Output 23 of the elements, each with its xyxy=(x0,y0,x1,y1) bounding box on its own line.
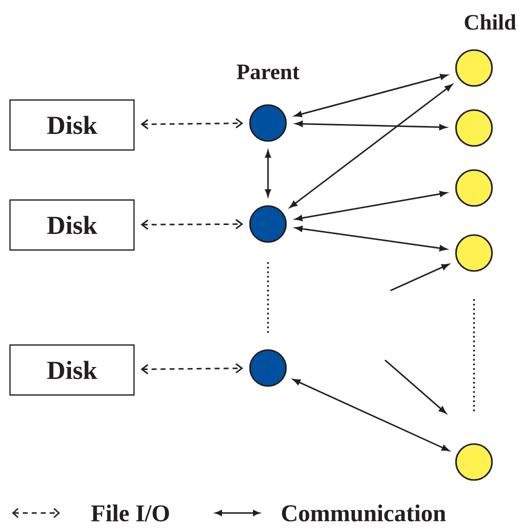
child-circle xyxy=(455,234,493,272)
child-circle xyxy=(455,109,493,147)
arrow xyxy=(292,378,450,452)
parent-circle xyxy=(249,104,287,142)
arrow xyxy=(294,74,448,118)
parent-circle xyxy=(249,349,287,387)
child-circle xyxy=(455,169,493,207)
arrow xyxy=(390,264,450,292)
column-heading: Parent xyxy=(236,64,300,80)
child-circle xyxy=(455,49,493,87)
dashed-arrow xyxy=(140,219,244,230)
child-circle xyxy=(455,443,493,481)
column-heading: Child xyxy=(464,14,516,30)
arrow xyxy=(295,226,447,252)
dashed-arrow xyxy=(140,363,244,374)
arrow xyxy=(294,190,448,222)
legend-text: File I/O xyxy=(91,504,169,522)
arrow xyxy=(295,120,447,130)
arrow xyxy=(265,150,271,197)
legend-text: Communication xyxy=(282,504,446,522)
arrow xyxy=(290,84,452,208)
dashed-arrow xyxy=(140,118,244,130)
parent-circle xyxy=(249,205,287,243)
